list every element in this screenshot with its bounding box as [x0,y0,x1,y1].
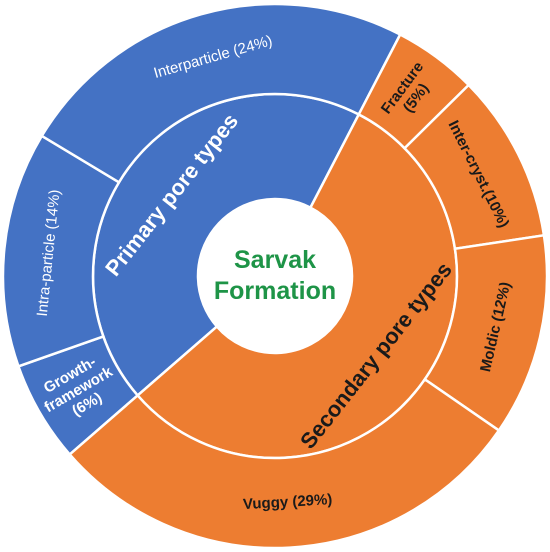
outer-segment-vuggy-29 [67,377,501,550]
outer-segment-interparticle-24 [40,2,402,184]
center-circle [198,199,352,353]
outer-label-vuggy-29: Vuggy (29%) [243,491,333,513]
